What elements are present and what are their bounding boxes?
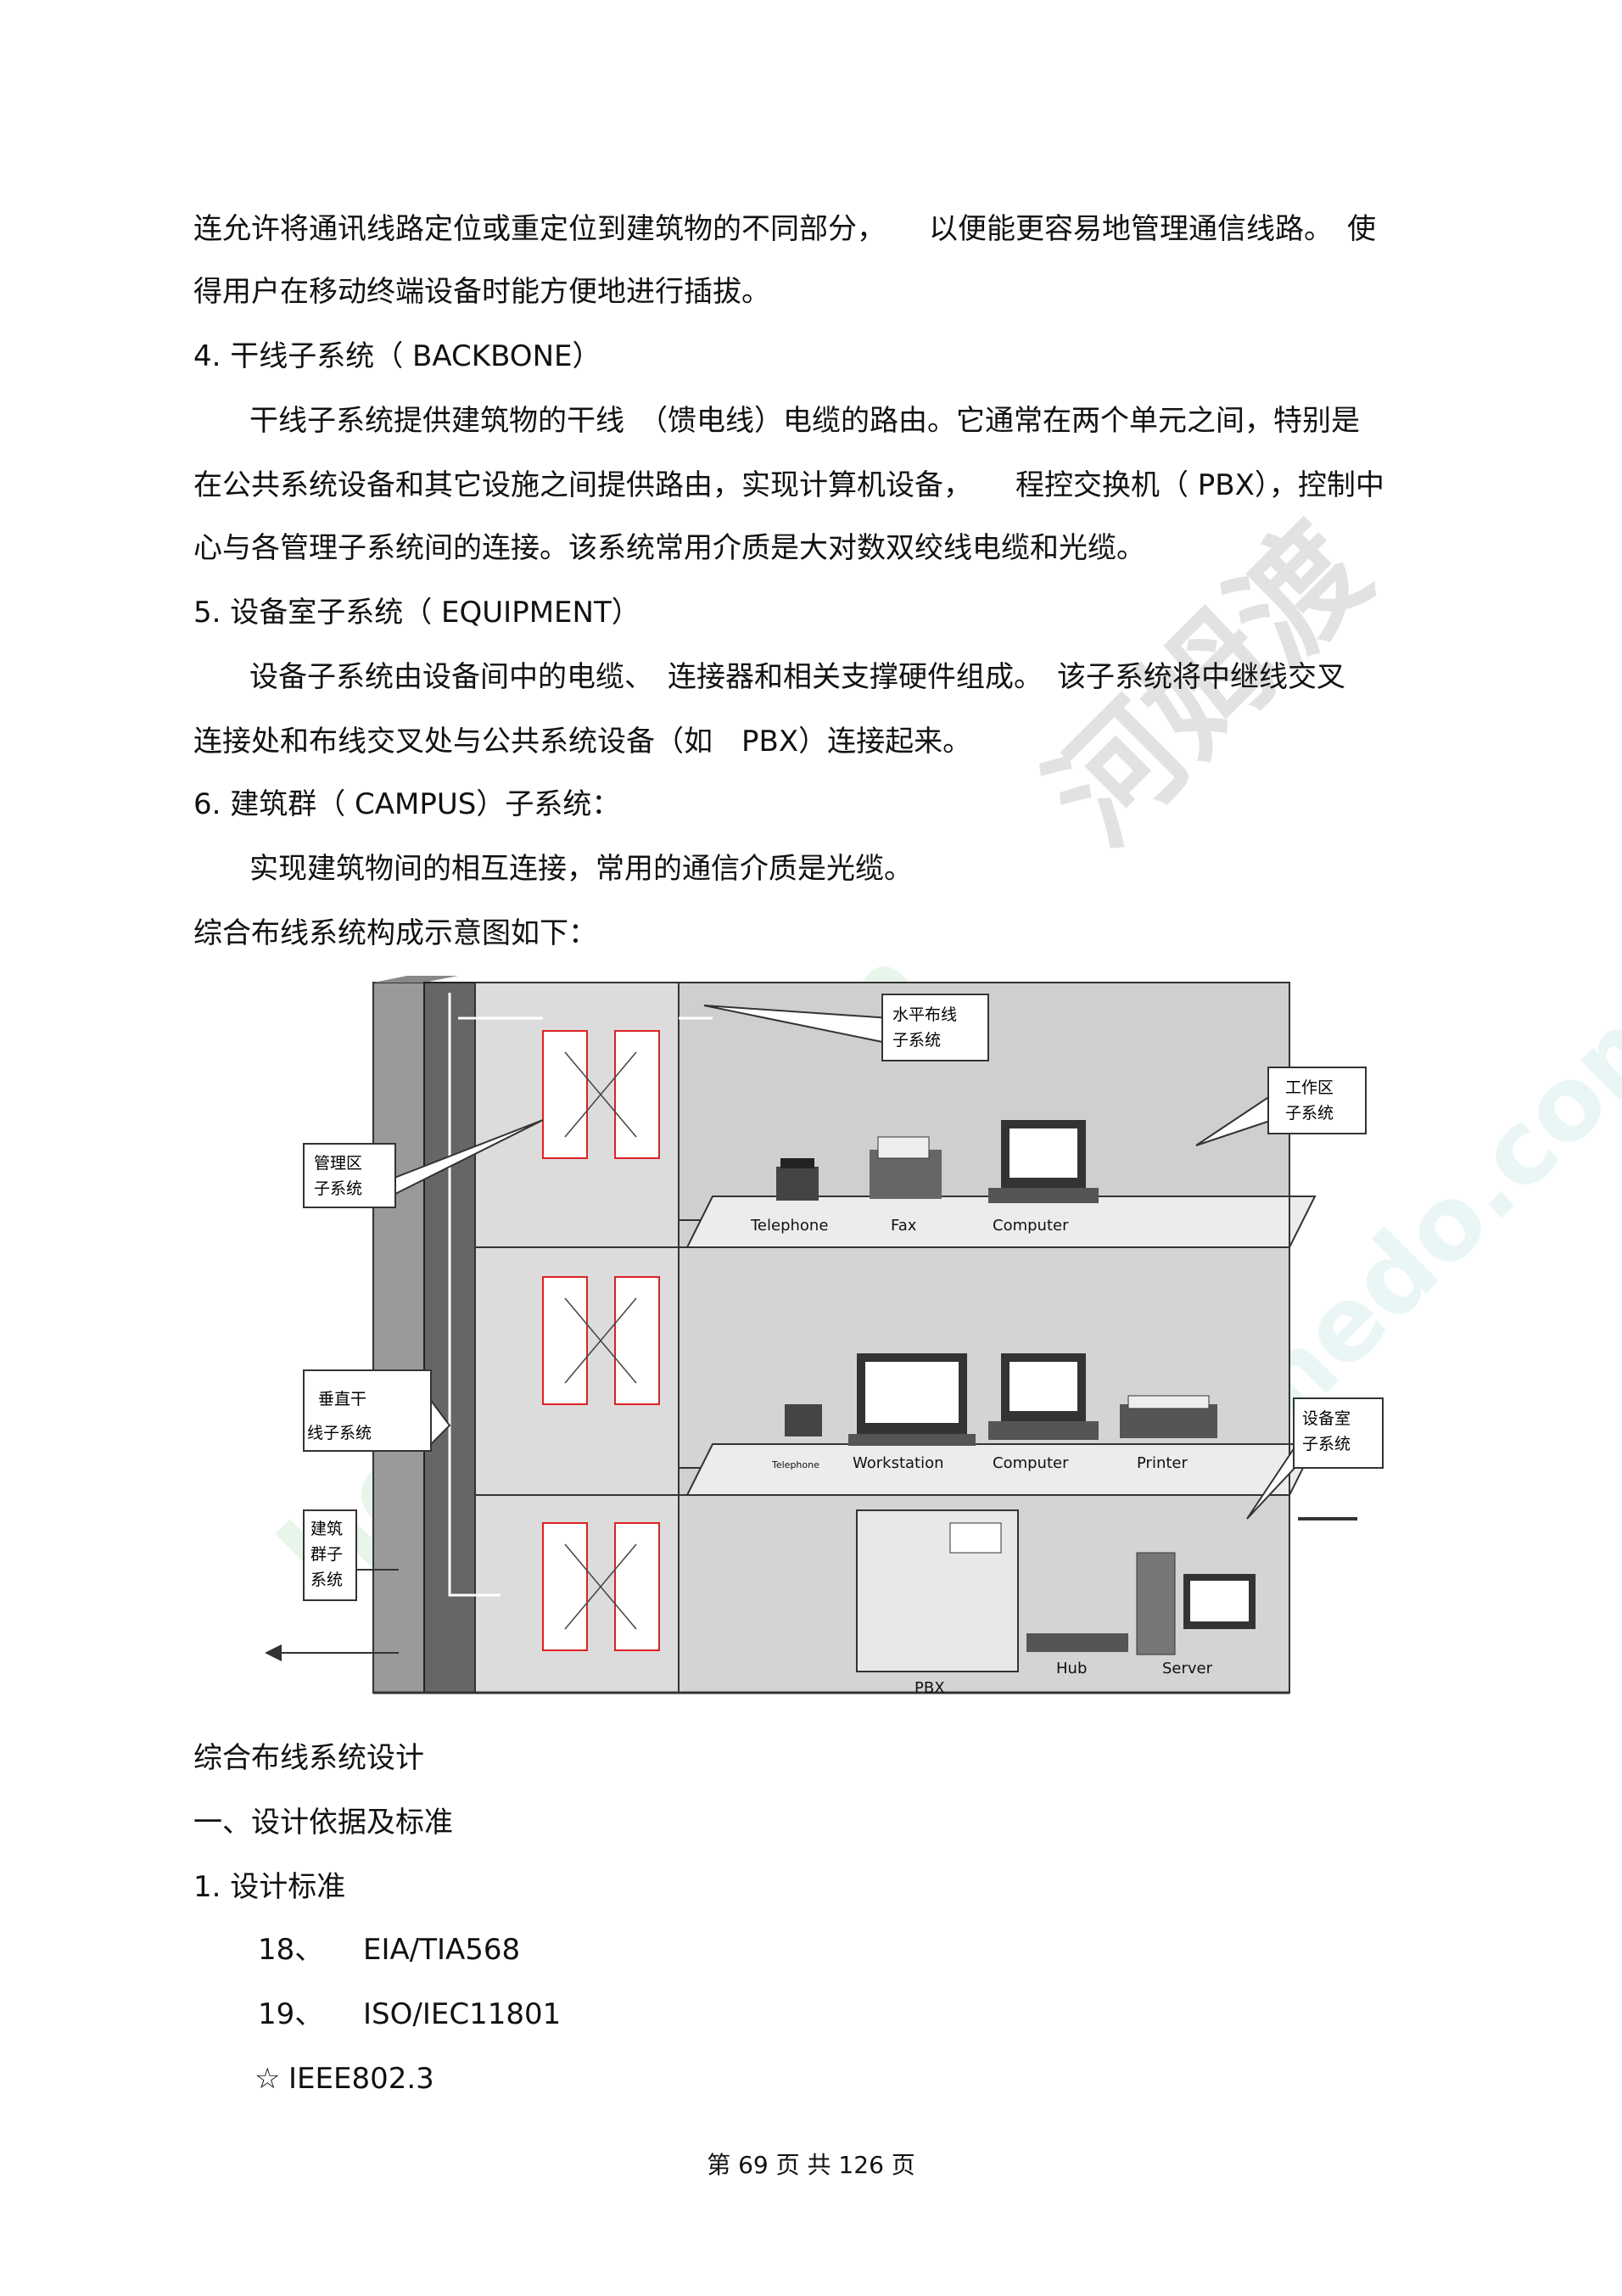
list-item-text: EIA/TIA568 (363, 1933, 521, 1967)
pbx-icon (856, 1509, 1019, 1672)
label-pbx: PBX (914, 1679, 945, 1697)
svg-text:设备室: 设备室 (1302, 1409, 1351, 1428)
svg-text:群子: 群子 (310, 1545, 343, 1564)
list-item-num: 18、 (258, 1933, 324, 1967)
list-item-text: IEEE802.3 (288, 2062, 434, 2096)
left-wall (372, 982, 425, 1694)
heading-backbone: 4. 干线子系统（ BACKBONE） (193, 339, 601, 373)
para-line-2: 得用户在移动终端设备时能方便地进行插拔。 (193, 275, 770, 309)
diagram-intro: 综合布线系统构成示意图如下： (193, 916, 597, 950)
svg-text:子系统: 子系统 (1285, 1104, 1334, 1123)
heading-equipment: 5. 设备室子系统（ EQUIPMENT） (193, 596, 640, 630)
computer-icon (988, 1120, 1099, 1203)
computer-icon-2 (988, 1353, 1099, 1440)
para-line-5: 在公共系统设备和其它设施之间提供路由，实现计算机设备， 程控交换机（ PBX），… (193, 468, 1384, 502)
campus-arrow-icon (265, 1644, 282, 1661)
server-icon (1136, 1552, 1256, 1655)
svg-text:子系统: 子系统 (1302, 1435, 1351, 1453)
para-line-9: 连接处和布线交叉处与公共系统设备（如 PBX）连接起来。 (193, 725, 972, 759)
page-footer: 第 69 页 共 126 页 (707, 2151, 915, 2179)
para-line-6: 心与各管理子系统间的连接。该系统常用介质是大对数双绞线电缆和光缆。 (193, 531, 1145, 565)
para-line-4: 干线子系统提供建筑物的干线 （馈电线）电缆的路由。它通常在两个单元之间，特别是 (249, 404, 1360, 438)
svg-text:系统: 系统 (310, 1571, 343, 1589)
callout-admin: 管理区 子系统 (303, 1119, 544, 1208)
label-telephone: Telephone (750, 1217, 828, 1235)
svg-text:工作区: 工作区 (1285, 1078, 1334, 1097)
star-icon: ☆ (254, 2062, 281, 2096)
svg-text:线子系统: 线子系统 (307, 1424, 372, 1442)
para-line-8: 设备子系统由设备间中的电缆、 连接器和相关支撑硬件组成。 该子系统将中继线交叉 (249, 660, 1345, 694)
list-item-text: ISO/IEC11801 (363, 1997, 562, 2031)
para-line-11: 实现建筑物间的相互连接，常用的通信介质是光缆。 (249, 852, 913, 886)
callout-equipment: 设备室 子系统 (1246, 1397, 1384, 1520)
list-item-num: 19、 (258, 1997, 324, 2031)
printer-icon (1120, 1395, 1217, 1438)
fax-icon (870, 1136, 942, 1199)
label-computer-2: Computer (993, 1454, 1069, 1472)
label-computer: Computer (993, 1217, 1069, 1235)
label-fax: Fax (891, 1217, 917, 1235)
svg-text:子系统: 子系统 (314, 1179, 362, 1198)
section-title: 综合布线系统设计 (193, 1741, 424, 1775)
svg-text:水平布线: 水平布线 (892, 1005, 957, 1024)
section-sub1: 一、设计依据及标准 (193, 1806, 453, 1840)
label-workstation: Workstation (853, 1454, 944, 1472)
workstation-icon (848, 1353, 976, 1446)
hub-icon (1026, 1633, 1128, 1652)
roof-left (373, 976, 458, 983)
svg-text:子系统: 子系统 (892, 1031, 941, 1050)
callout-backbone: 垂直干 线子系统 (303, 1369, 451, 1453)
svg-text:建筑: 建筑 (310, 1520, 343, 1538)
label-telephone-2: Telephone (771, 1459, 819, 1470)
floor-slab-3 (685, 1196, 1317, 1248)
label-hub: Hub (1056, 1660, 1087, 1677)
telephone-icon-2 (785, 1404, 822, 1436)
heading-campus: 6. 建筑群（ CAMPUS）子系统： (193, 787, 621, 821)
callout-workarea: 工作区 子系统 (1195, 1067, 1367, 1146)
callout-horizontal: 水平布线 子系统 (703, 994, 989, 1061)
svg-text:垂直干: 垂直干 (318, 1390, 366, 1408)
para-line-1: 连允许将通讯线路定位或重定位到建筑物的不同部分， 以便能更容易地管理通信线路。 … (193, 212, 1376, 246)
section-sub2: 1. 设计标准 (193, 1870, 346, 1904)
svg-text:管理区: 管理区 (314, 1154, 362, 1173)
callout-campus: 建筑 群子 系统 (265, 1509, 399, 1661)
telephone-icon (776, 1158, 819, 1201)
label-printer: Printer (1137, 1454, 1188, 1472)
label-server: Server (1162, 1660, 1213, 1677)
